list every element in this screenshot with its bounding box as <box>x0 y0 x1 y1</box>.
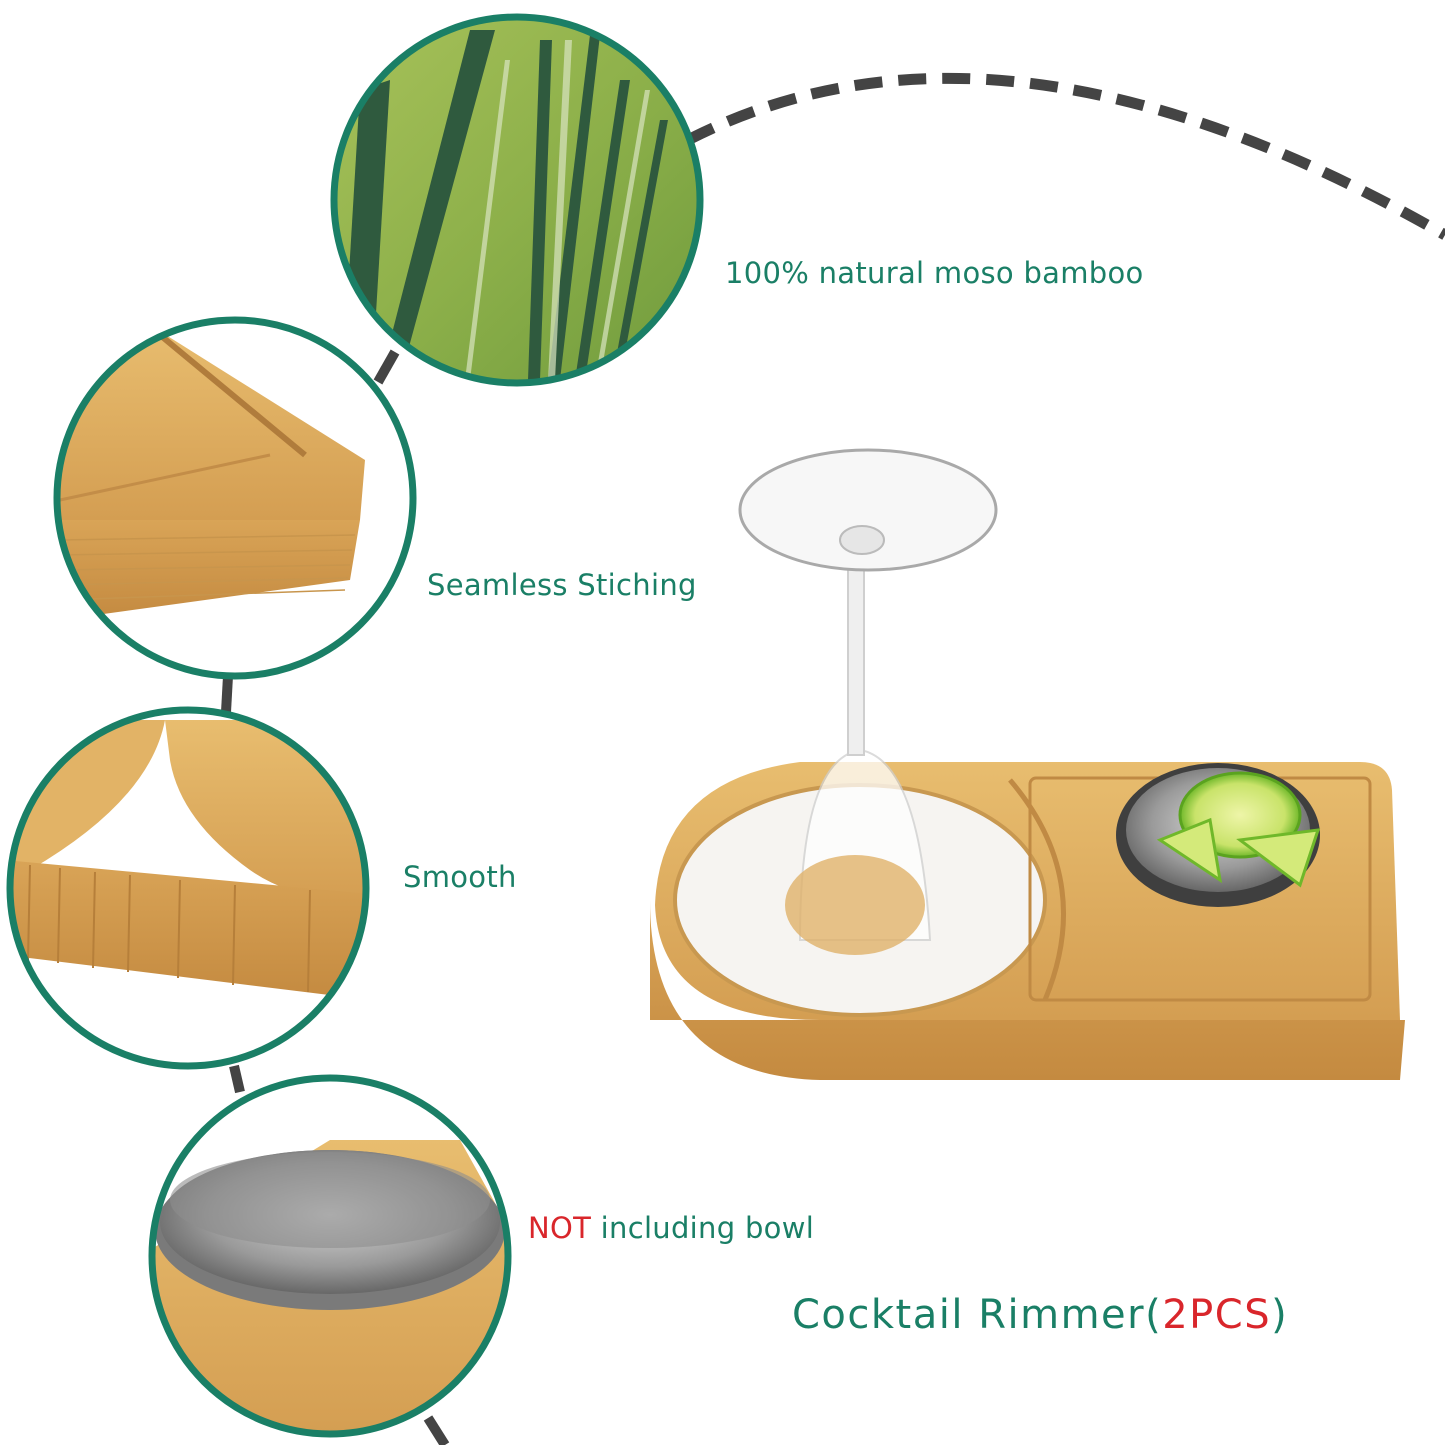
feature-label-smooth: Smooth <box>403 860 517 894</box>
feature-label-bamboo: 100% natural moso bamboo <box>725 256 1144 290</box>
steel-bowl-image <box>152 1078 508 1434</box>
rimmer-board-image <box>650 448 1405 1080</box>
title-end: ) <box>1271 1292 1289 1338</box>
dashed-arc <box>685 72 1445 240</box>
connector-line <box>423 1415 450 1445</box>
board-corner-image <box>57 320 413 676</box>
connector-line <box>373 349 400 385</box>
product-title: Cocktail Rimmer(2PCS) <box>792 1292 1288 1338</box>
title-main: Cocktail Rimmer( <box>792 1292 1163 1338</box>
bowl-circle-frame <box>148 1074 512 1438</box>
not-highlight: NOT <box>528 1211 592 1245</box>
feature-label-bowl: NOT including bowl <box>528 1211 814 1245</box>
bamboo-circle-frame <box>330 13 704 387</box>
connector-line <box>221 675 233 713</box>
bowl-label-rest: including bowl <box>591 1211 815 1245</box>
smooth-circle-frame <box>6 706 370 1070</box>
bamboo-forest-image <box>334 17 700 383</box>
stitching-circle-frame <box>53 316 417 680</box>
title-quantity: 2PCS <box>1162 1292 1272 1338</box>
feature-label-stitching: Seamless Stiching <box>427 568 697 602</box>
connector-line <box>229 1064 245 1094</box>
